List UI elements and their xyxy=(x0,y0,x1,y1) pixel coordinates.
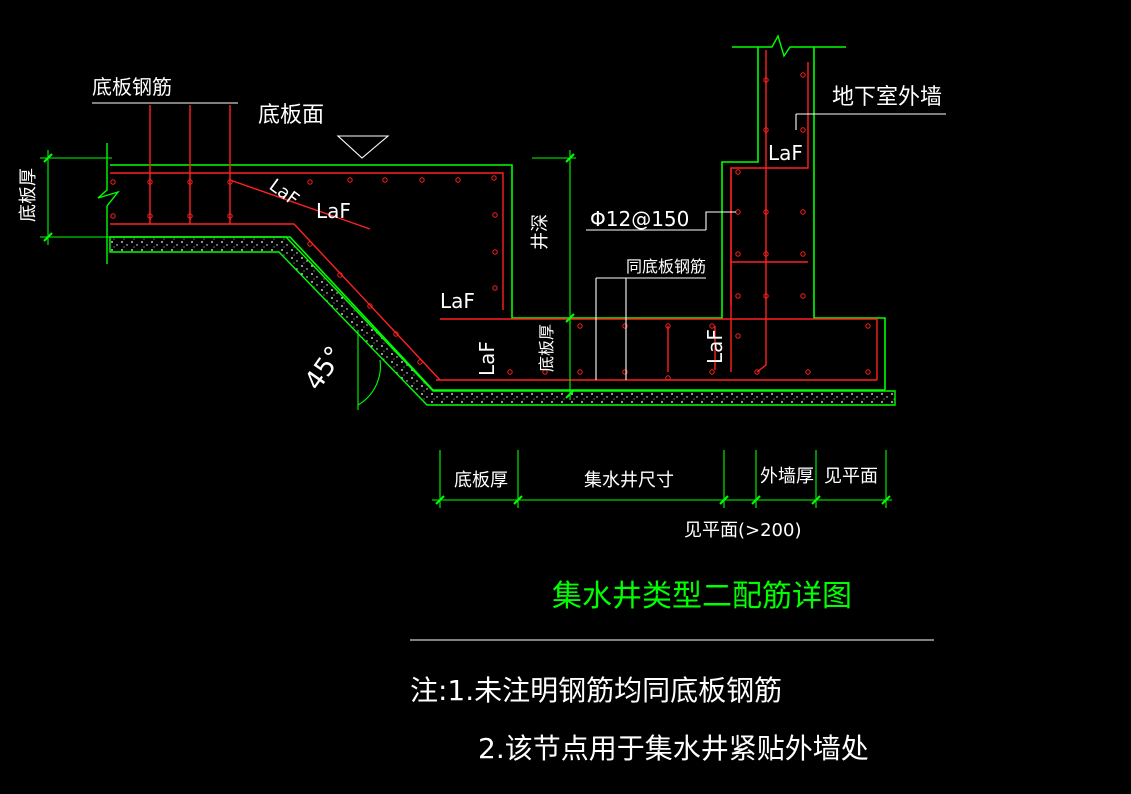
label-laf-wall: LaF xyxy=(768,141,803,165)
label-slab-thickness-pit: 底板厚 xyxy=(537,324,556,372)
concrete-outline xyxy=(110,47,886,391)
label-laf-diagonal: LaF xyxy=(265,175,303,210)
labels: 底板钢筋 底板面 地下室外墙 底板厚 LaF LaF LaF LaF LaF L… xyxy=(18,75,942,396)
label-depth: 井深 xyxy=(530,214,551,250)
label-laf-vertical-left: LaF xyxy=(475,341,499,376)
dim-wall-thickness: 外墙厚 xyxy=(760,466,814,487)
gravel-cushion xyxy=(109,236,896,406)
rebar-dots xyxy=(110,72,871,381)
note-2: 2.该节点用于集水井紧贴外墙处 xyxy=(478,732,869,765)
break-symbol-slab xyxy=(97,143,120,264)
rebar-lines xyxy=(110,50,878,381)
dimension-labels: 底板厚 集水井尺寸 外墙厚 见平面 见平面(>200) xyxy=(454,466,878,541)
label-basement-wall: 地下室外墙 xyxy=(832,85,942,110)
label-slab-rebar: 底板钢筋 xyxy=(92,75,172,99)
dim-see-plan: 见平面 xyxy=(824,466,878,487)
dim-pit-size: 集水井尺寸 xyxy=(584,470,674,491)
dimension-ticks xyxy=(43,153,891,505)
leader-lines xyxy=(92,102,946,380)
break-symbol-wall xyxy=(732,34,846,58)
label-same-slab-rebar: 同底板钢筋 xyxy=(626,257,706,276)
label-slab-thickness-left: 底板厚 xyxy=(18,168,39,222)
drawing-title: 集水井类型二配筋详图 xyxy=(552,579,852,614)
label-laf-vertical-right: LaF xyxy=(703,329,727,364)
label-laf-bottom-left: LaF xyxy=(440,289,475,313)
dim-slab-thickness: 底板厚 xyxy=(454,470,508,491)
note-1: 注:1.未注明钢筋均同底板钢筋 xyxy=(410,674,782,707)
label-rebar-spec: Φ12@150 xyxy=(590,207,689,231)
notes: 注:1.未注明钢筋均同底板钢筋 2.该节点用于集水井紧贴外墙处 xyxy=(410,674,869,765)
label-laf-top: LaF xyxy=(316,199,351,223)
label-angle: 45° xyxy=(299,341,350,396)
dim-see-plan-200: 见平面(>200) xyxy=(684,520,801,541)
label-slab-surface: 底板面 xyxy=(258,103,324,128)
